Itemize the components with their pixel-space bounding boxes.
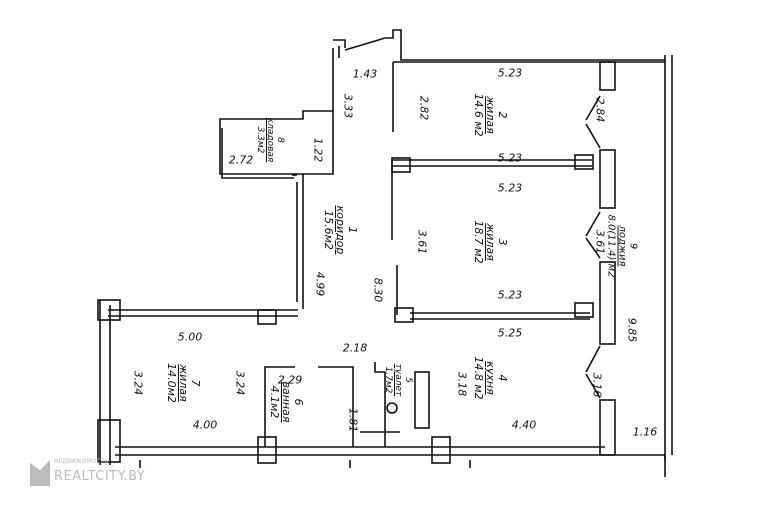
loggia-doors <box>585 95 601 399</box>
wall-room-7 <box>99 300 298 465</box>
wall-top <box>392 61 665 132</box>
dimension: 3.24 <box>233 370 247 396</box>
pillar <box>257 436 277 464</box>
dimension: 4.00 <box>192 418 218 432</box>
room-number: 3 <box>496 238 509 246</box>
room-number: 8 <box>275 137 285 143</box>
toilet-fixture <box>386 402 398 414</box>
room-label-kitchen: 4 кухня 14.8 м2 <box>472 356 509 400</box>
dimension: 5.25 <box>497 326 523 340</box>
dimension: 1.22 <box>311 137 325 163</box>
wall-rooms-2-3 <box>391 159 592 240</box>
room-area: 14.8 м2 <box>472 356 485 400</box>
dimension: 9.85 <box>625 317 639 343</box>
dimension: 4.99 <box>313 271 327 297</box>
dimension: 2.72 <box>228 153 254 167</box>
dimension: 5.00 <box>177 330 203 344</box>
dimension: 1.43 <box>352 67 378 81</box>
watermark-logo-icon <box>30 460 50 486</box>
dimension: 2.29 <box>277 373 303 387</box>
room-name: кладовая <box>265 117 275 163</box>
room-label-living-3: 3 жилая 18.7 м2 <box>472 220 509 264</box>
pillar <box>574 154 594 170</box>
wall-right <box>664 55 673 460</box>
dimension: 1.16 <box>632 425 658 439</box>
room-area: 15.6м2 <box>322 210 335 250</box>
room-area: 4.1м2 <box>268 385 281 419</box>
dimension: 2.82 <box>417 95 431 121</box>
room-area: 1.7м2 <box>383 366 393 394</box>
dimension: 3.16 <box>590 372 604 398</box>
wall-corridor <box>219 48 334 309</box>
room-number: 9 <box>627 242 639 250</box>
room-label-corridor: 1 коридор 15.6м2 <box>322 205 359 255</box>
room-label-bathroom: 6 ванная 4.1м2 <box>268 381 305 423</box>
dimension: 5.23 <box>497 66 523 80</box>
room-name: жилая <box>484 96 497 134</box>
room-area: 3.3м2 <box>255 126 265 154</box>
dimension: 1.81 <box>346 407 360 433</box>
watermark: НЕДВИЖИМОСТЬ REALTCITY.BY <box>30 458 146 486</box>
room-number: 6 <box>292 398 305 406</box>
dimension: 3.18 <box>455 371 469 397</box>
dimension: 2.18 <box>342 341 368 355</box>
watermark-small: НЕДВИЖИМОСТЬ <box>54 458 109 465</box>
room-label-living-7: 7 жилая 14.0м2 <box>165 363 202 403</box>
room-label-loggia: 9 лоджия 8.0(11.4) м2 <box>606 214 639 277</box>
pillar <box>97 419 121 463</box>
room-name: туалет <box>393 363 403 397</box>
room-number: 7 <box>189 379 202 387</box>
room-label-living-2: 2 жилая 14.6 м2 <box>472 93 509 137</box>
room-number: 2 <box>496 111 509 119</box>
wall-bathroom <box>264 366 354 447</box>
wall-storage <box>292 174 297 176</box>
wall-toilet <box>360 362 400 447</box>
wall-rooms-3-4 <box>396 265 590 320</box>
wall-bottom <box>115 446 666 477</box>
room-area: 8.0(11.4) м2 <box>605 214 617 278</box>
dimension: 2.84 <box>593 97 607 123</box>
wall-stub <box>333 39 346 58</box>
dimension: 5.23 <box>497 288 523 302</box>
room-area: 14.0м2 <box>165 363 178 403</box>
loggia-pier <box>599 61 616 91</box>
pillar <box>257 309 277 325</box>
dimension: 3.33 <box>341 93 355 119</box>
room-number: 5 <box>403 377 413 383</box>
loggia-pier <box>599 261 616 345</box>
room-name: ванная <box>280 381 293 423</box>
entry-door <box>344 29 665 61</box>
dimension: 5.23 <box>497 151 523 165</box>
room-number: 1 <box>346 226 359 234</box>
room-name: лоджия <box>616 225 628 267</box>
pillar <box>431 436 451 464</box>
room-label-toilet: 5 туалет 1.7м2 <box>383 364 413 397</box>
room-number: 4 <box>496 374 509 382</box>
room-area: 18.7 м2 <box>472 220 485 264</box>
pillar <box>97 299 121 321</box>
room-name: кухня <box>484 361 497 395</box>
pillar <box>391 157 411 173</box>
loggia-pier <box>599 149 616 209</box>
dimension: 3.24 <box>131 370 145 396</box>
room-label-storage: 8 кладовая 3.3м2 <box>255 118 285 163</box>
pillar <box>574 302 594 318</box>
dimension: 5.23 <box>497 181 523 195</box>
room-name: коридор <box>334 205 347 255</box>
pillar <box>394 307 414 323</box>
watermark-big: REALTCITY.BY <box>54 469 146 484</box>
dimension: 3.61 <box>415 229 429 255</box>
dimension: 8.30 <box>371 277 385 303</box>
room-name: жилая <box>177 364 190 402</box>
dimension: 4.40 <box>511 418 537 432</box>
room-area: 14.6 м2 <box>472 93 485 137</box>
shaft <box>414 371 430 429</box>
room-name: жилая <box>484 223 497 261</box>
